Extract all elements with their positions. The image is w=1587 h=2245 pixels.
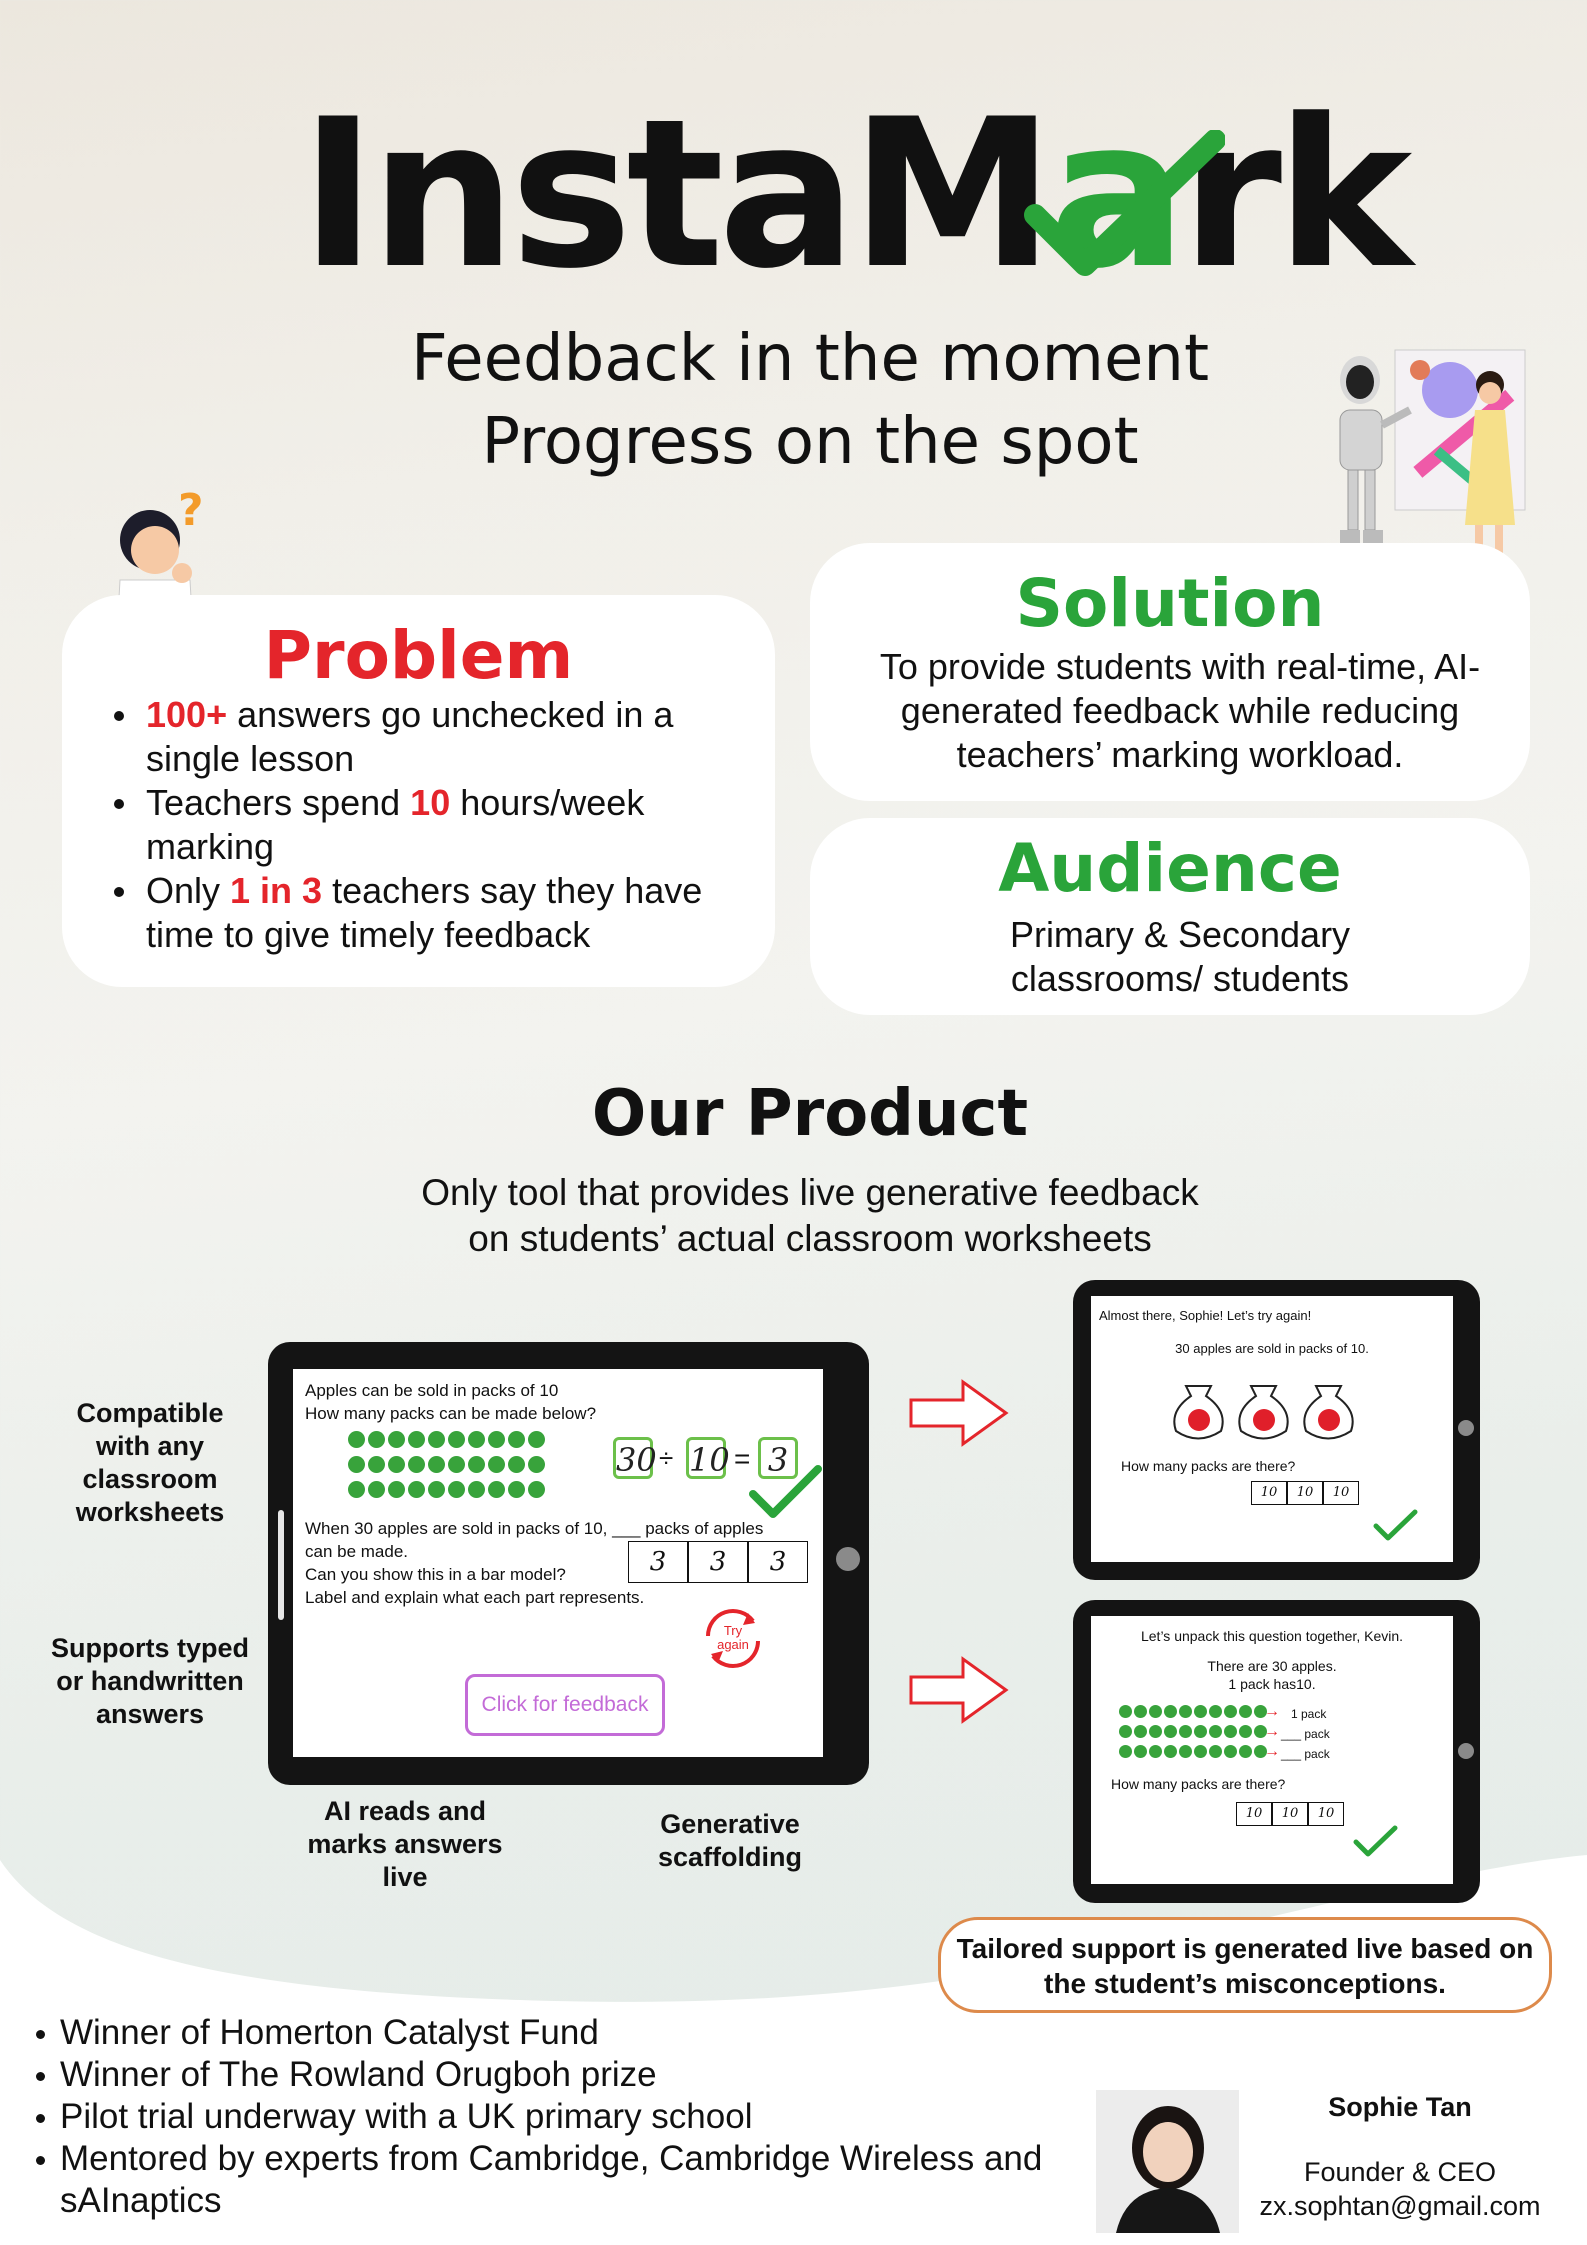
tagline-line1: Feedback in the moment [410,322,1210,396]
question2-line4: Label and explain what each part represe… [305,1588,645,1607]
founder-photo [1096,2090,1239,2233]
tagline-line2: Progress on the spot [481,405,1139,479]
tablet-feedback-sophie: Almost there, Sophie! Let’s try again! 3… [1073,1280,1480,1580]
question2-line1: When 30 apples are sold in packs of 10, … [305,1519,764,1538]
equation-box-30[interactable]: 30 [613,1437,657,1479]
label-supports: Supports typed or handwritten answers [50,1633,249,1729]
achievement-item: Mentored by experts from Cambridge, Camb… [30,2138,1050,2222]
product-subtitle-line1: Only tool that provides live generative … [421,1172,1199,1213]
problem-title: Problem [263,617,574,694]
feedback-kevin-line1: Let’s unpack this question together, Kev… [1140,1628,1404,1644]
bar-cell: 10 [1272,1802,1308,1826]
feedback-kevin-line4: How many packs are there? [1111,1776,1286,1792]
label-ai-reads: AI reads and marks answers live [307,1796,503,1892]
pack-row-3: ___ pack [1281,1747,1330,1761]
feedback-kevin-line2: There are 30 apples. [1207,1658,1337,1674]
svg-text:?: ? [178,485,204,536]
main-tablet: Apples can be sold in packs of 10 How ma… [268,1342,869,1785]
bar-cell: 10 [1323,1481,1359,1505]
tailored-support-text: Tailored support is generated live based… [956,1933,1534,1999]
tablet-side-button [836,1547,860,1571]
arrow-right-icon [909,1379,1009,1447]
bar-cell: 10 [1287,1481,1323,1505]
solution-title: Solution [1015,565,1325,642]
problem-item: Teachers spend 10 hours/week marking [82,781,752,869]
arrow-right-icon [909,1656,1009,1724]
tablet-side-button [1458,1743,1474,1759]
bar-cell: 3 [748,1541,808,1583]
achievement-item: Pilot trial underway with a UK primary s… [30,2096,1050,2138]
tablet-feedback-sophie-screen: Almost there, Sophie! Let’s try again! 3… [1091,1296,1453,1562]
kevin-apples-rows [1119,1704,1284,1764]
label-scaffolding: Generative scaffolding [657,1809,802,1872]
question2-line2: can be made. [305,1542,409,1561]
question2-line3: Can you show this in a bar model? [305,1565,566,1584]
label-compatible: Compatible with any classroom worksheets [75,1398,225,1527]
equation-box-10[interactable]: 10 [686,1437,730,1479]
tablet-feedback-kevin-screen: Let’s unpack this question together, Kev… [1091,1616,1453,1884]
logo-checkmark-icon [1024,130,1225,276]
pack-arrows: →→→ [1264,1703,1280,1760]
problem-item: 100+ answers go unchecked in a single le… [82,693,752,781]
founder-role: Founder & CEO [1303,2157,1497,2187]
tailored-support-callout [938,1917,1552,2013]
product-title: Our Product [591,1077,1029,1151]
bar-cell: 10 [1308,1802,1344,1826]
correct-checkmark-icon [1373,1509,1418,1541]
correct-checkmark-icon [749,1465,822,1518]
product-subtitle-line2: on students’ actual classroom worksheets [468,1218,1152,1259]
feedback-sophie-line2: 30 apples are sold in packs of 10. [1175,1341,1369,1356]
problem-card: Problem 100+ answers go unchecked in a s… [62,595,775,987]
founder-email[interactable]: zx.sophtan@gmail.com [1259,2191,1541,2221]
audience-text: Primary & Secondary classrooms/ students [1009,914,1351,999]
pack-row-2: ___ pack [1281,1727,1330,1741]
achievement-item: Winner of Homerton Catalyst Fund [30,2012,1050,2054]
audience-card: Audience Primary & Secondary classrooms/… [810,818,1530,1015]
tablet-feedback-kevin: Let’s unpack this question together, Kev… [1073,1600,1480,1903]
tablet-side-button [1458,1420,1474,1436]
equation-box-answer[interactable]: 3 [758,1437,798,1479]
problem-item: Only 1 in 3 teachers say they have time … [82,869,752,957]
robot-teacher-illustration [1339,349,1526,575]
divide-sign: ÷ [659,1443,674,1473]
bar-cell: 3 [688,1541,748,1583]
solution-text: To provide students with real-time, AI-g… [879,646,1481,775]
bar-cell: 3 [628,1541,688,1583]
equals-sign: = [734,1443,751,1474]
try-again-refresh-icon[interactable] [693,1601,773,1676]
main-tablet-screen: Apples can be sold in packs of 10 How ma… [293,1369,823,1757]
tablet-side-slot [278,1510,284,1620]
question1-line2: How many packs can be made below? [305,1404,597,1423]
try-again-label: Try again [717,1623,749,1652]
click-for-feedback-button[interactable]: Click for feedback [465,1674,665,1736]
achievement-item: Winner of The Rowland Orugboh prize [30,2054,1050,2096]
feedback-sophie-line1: Almost there, Sophie! Let’s try again! [1099,1308,1312,1323]
feedback-sophie-line3: How many packs are there? [1121,1458,1296,1474]
feedback-kevin-line3: 1 pack has10. [1228,1676,1316,1692]
bar-cell: 10 [1236,1802,1272,1826]
question1-line1: Apples can be sold in packs of 10 [305,1381,559,1400]
problem-list: 100+ answers go unchecked in a single le… [82,693,752,957]
pack-row-1: 1 pack [1291,1707,1327,1721]
founder-avatar-icon [1116,2106,1220,2233]
founder-name: Sophie Tan [1328,2092,1472,2122]
correct-checkmark-icon [1353,1825,1398,1857]
apples-grid [348,1431,578,1506]
bar-cell: 10 [1251,1481,1287,1505]
audience-title: Audience [998,830,1342,907]
apple-bags-icon [1173,1385,1354,1440]
solution-card: Solution To provide students with real-t… [810,543,1530,801]
achievements-list: Winner of Homerton Catalyst Fund Winner … [30,2012,1050,2222]
